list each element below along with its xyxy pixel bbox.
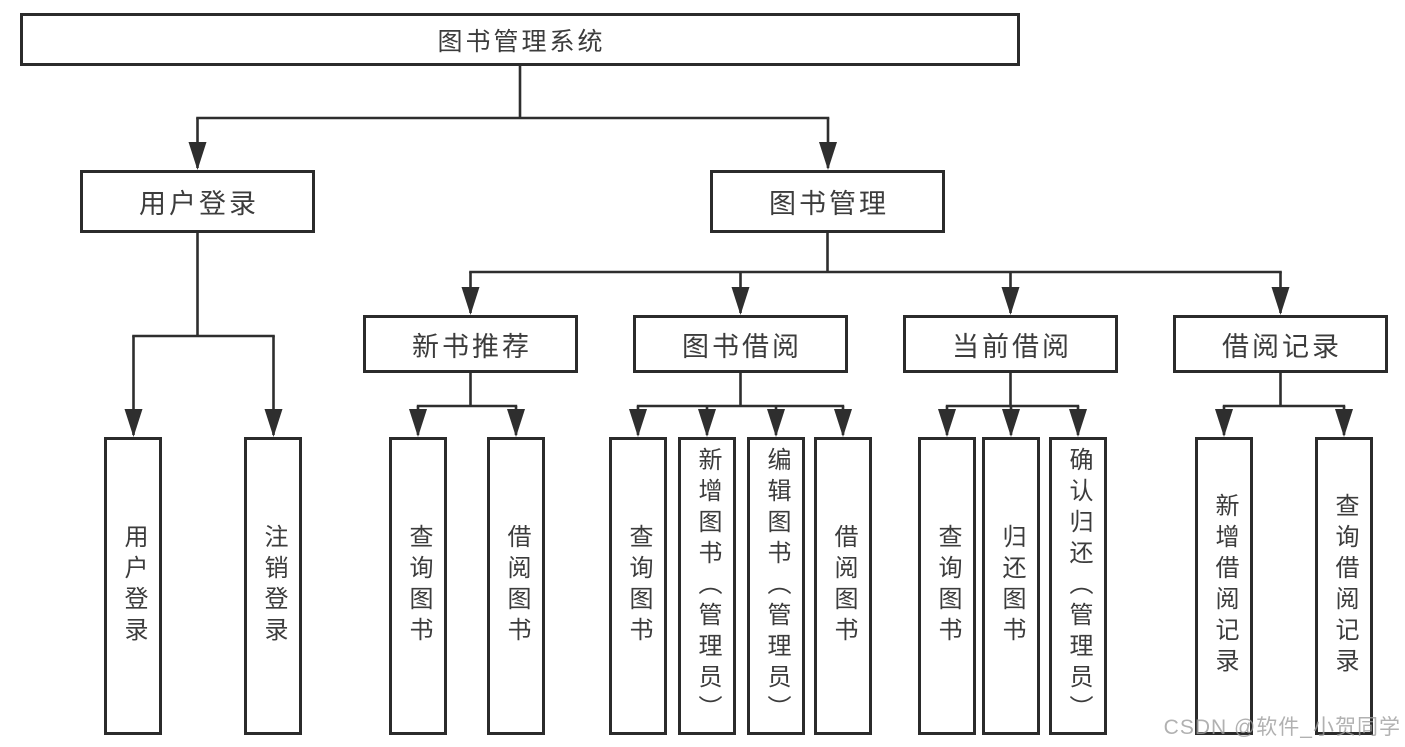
csdn-watermark: CSDN @软件_小贺同学: [1163, 716, 1401, 739]
leaf-logout: 注销登录: [244, 437, 302, 735]
node-book-management: 图书管理: [710, 170, 945, 233]
edge-userlogin-to-leaves: [124, 233, 283, 437]
node-label: 借阅记录: [1222, 331, 1342, 362]
edge-borrow-to-leaves: [629, 373, 852, 437]
node-label: 用户登录: [120, 524, 147, 648]
node-label: 注销登录: [260, 524, 287, 648]
leaf-return-books: 归还图书: [982, 437, 1040, 735]
node-label: 查询图书: [405, 524, 432, 648]
node-label: 新增图书（管理员）: [694, 446, 721, 726]
leaf-query-books: 查询图书: [389, 437, 447, 735]
leaf-add-books-admin: 新增图书（管理员）: [678, 437, 736, 735]
edge-root-to-level2: [188, 66, 837, 170]
node-label: 用户登录: [139, 189, 259, 219]
leaf-borrow-books: 借阅图书: [487, 437, 545, 735]
edge-record-to-leaves: [1215, 373, 1353, 437]
node-label: 当前借阅: [952, 331, 1072, 362]
leaf-query-borrow-record: 查询借阅记录: [1315, 437, 1373, 735]
node-label: 新书推荐: [412, 331, 532, 362]
node-label: 查询图书: [934, 524, 961, 648]
leaf-query-books: 查询图书: [918, 437, 976, 735]
node-label: 查询图书: [625, 524, 652, 648]
edge-current-to-leaves: [938, 373, 1087, 437]
node-label: 借阅图书: [503, 524, 530, 648]
leaf-user-login: 用户登录: [104, 437, 162, 735]
edge-bookmgmt-to-level3: [461, 233, 1290, 315]
node-label: 图书管理: [769, 189, 889, 219]
node-current-borrowing: 当前借阅: [903, 315, 1118, 373]
leaf-borrow-books: 借阅图书: [814, 437, 872, 735]
node-label: 新增借阅记录: [1211, 493, 1238, 679]
node-label: 图书管理系统: [437, 27, 606, 56]
node-book-borrowing: 图书借阅: [633, 315, 848, 373]
node-borrowing-records: 借阅记录: [1173, 315, 1388, 373]
edge-newrec-to-leaves: [409, 373, 525, 437]
node-user-login: 用户登录: [80, 170, 315, 233]
node-label: 编辑图书（管理员）: [763, 446, 790, 726]
leaf-edit-books-admin: 编辑图书（管理员）: [747, 437, 805, 735]
node-new-book-recommendation: 新书推荐: [363, 315, 578, 373]
node-label: 查询借阅记录: [1331, 493, 1358, 679]
node-library-management-system: 图书管理系统: [20, 13, 1020, 66]
leaf-query-books: 查询图书: [609, 437, 667, 735]
node-label: 借阅图书: [830, 524, 857, 648]
leaf-confirm-return-admin: 确认归还（管理员）: [1049, 437, 1107, 735]
node-label: 归还图书: [998, 524, 1025, 648]
node-label: 确认归还（管理员）: [1065, 446, 1092, 726]
node-label: 图书借阅: [682, 331, 802, 362]
leaf-add-borrow-record: 新增借阅记录: [1195, 437, 1253, 735]
